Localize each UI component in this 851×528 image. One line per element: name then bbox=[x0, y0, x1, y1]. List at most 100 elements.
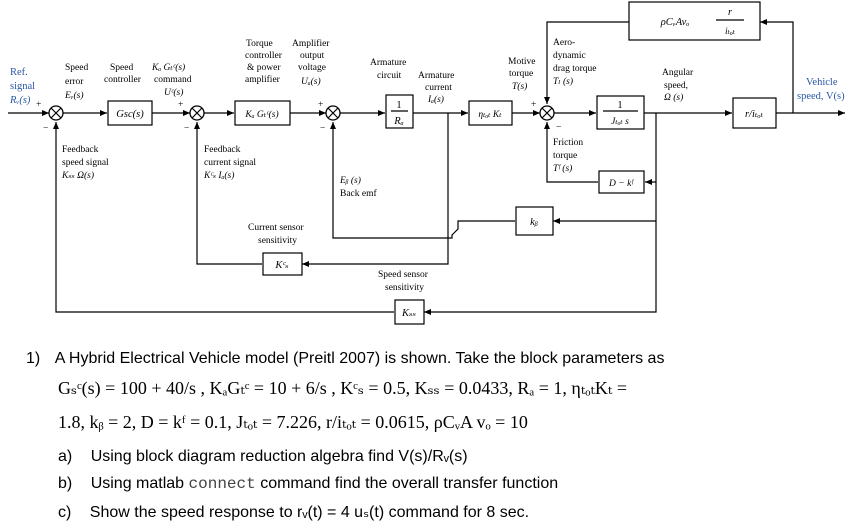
svg-text:controller: controller bbox=[245, 51, 283, 61]
friction-torque-label: Friction torque Tᶠ (s) bbox=[553, 138, 583, 174]
ra-block-den: Rₐ bbox=[393, 116, 404, 127]
back-emf-label: Eᵦ (s) Back emf bbox=[339, 175, 378, 199]
amplifier-output-label: Amplifier output voltage Uₐ(s) bbox=[292, 38, 330, 87]
sign-plus-1: + bbox=[36, 100, 41, 110]
vehicle-speed-label: Vehicle speed, V(s) bbox=[797, 77, 845, 102]
svg-text:Uᶜ(s): Uᶜ(s) bbox=[164, 87, 183, 98]
svg-text:Ref.: Ref. bbox=[10, 67, 28, 78]
svg-text:Feedback: Feedback bbox=[204, 145, 241, 155]
svg-text:Speed: Speed bbox=[110, 63, 133, 73]
svg-text:T(s): T(s) bbox=[512, 81, 527, 92]
r-itot-block: r/iₜₒₜ bbox=[732, 97, 777, 129]
speed-feedback-in bbox=[424, 221, 657, 315]
svg-text:sensitivity: sensitivity bbox=[385, 283, 424, 293]
svg-text:Back emf: Back emf bbox=[340, 188, 378, 199]
question-c-label: c) bbox=[58, 504, 72, 521]
problem-intro-line: 1) A Hybrid Electrical Vehicle model (Pr… bbox=[26, 350, 664, 368]
question-b-label: b) bbox=[58, 475, 73, 492]
ref-signal-label: Ref. signal Rᵥ(s) bbox=[9, 67, 35, 106]
aero-drag-block: ρCᵥAvₒ r iₜₒₜ bbox=[628, 1, 761, 41]
problem-statement: 1) A Hybrid Electrical Vehicle model (Pr… bbox=[0, 342, 851, 528]
question-a: a) Using block diagram reduction algebra… bbox=[58, 448, 468, 466]
svg-text:Vehicle: Vehicle bbox=[806, 77, 838, 88]
kb-block: kᵦ bbox=[515, 206, 554, 236]
svg-text:Speed: Speed bbox=[65, 63, 88, 73]
svg-text:current signal: current signal bbox=[204, 158, 256, 168]
svg-text:amplifier: amplifier bbox=[245, 74, 281, 85]
svg-text:speed,: speed, bbox=[664, 81, 688, 91]
sign-minus-3: − bbox=[320, 124, 325, 134]
problem-intro: A Hybrid Electrical Vehicle model (Preit… bbox=[54, 350, 665, 367]
d-kf-block-label: D − kᶠ bbox=[608, 179, 634, 189]
sum-junction-speed bbox=[48, 105, 64, 121]
svg-text:Aero-: Aero- bbox=[553, 38, 575, 48]
svg-text:Rᵥ(s): Rᵥ(s) bbox=[9, 95, 31, 106]
jtot-block-num: 1 bbox=[617, 100, 622, 111]
aero-block-den: iₜₒₜ bbox=[725, 27, 736, 37]
svg-text:output: output bbox=[300, 51, 325, 61]
ka-gtc-command-label: Kₐ Gₜᶜ(s) command Uᶜ(s) bbox=[151, 62, 192, 98]
params-line-2: 1.8, kᵦ = 2, D = kᶠ = 0.1, Jₜₒₜ = 7.226,… bbox=[58, 412, 528, 432]
gsc-block: Gsc(s) bbox=[107, 100, 153, 126]
armature-circuit-label: Armature circuit bbox=[370, 58, 406, 81]
d-kf-block: D − kᶠ bbox=[598, 170, 645, 194]
eta-kt-block-label: ηₜₒₜ Kₜ bbox=[478, 110, 502, 120]
svg-text:torque: torque bbox=[553, 151, 577, 161]
svg-text:Speed sensor: Speed sensor bbox=[378, 270, 429, 280]
question-b-post: command find the overall transfer functi… bbox=[260, 475, 559, 492]
svg-text:Current sensor: Current sensor bbox=[248, 223, 305, 233]
aero-block-left: ρCᵥAvₒ bbox=[660, 17, 689, 28]
svg-text:dynamic: dynamic bbox=[553, 51, 586, 61]
svg-text:Ω (s): Ω (s) bbox=[664, 92, 683, 103]
ra-block: 1 Rₐ bbox=[385, 94, 414, 129]
speed-sensor-label: Speed sensor sensitivity bbox=[378, 270, 429, 293]
speed-feedback-out bbox=[53, 122, 394, 313]
svg-text:torque: torque bbox=[509, 69, 533, 79]
r-itot-block-label: r/iₜₒₜ bbox=[745, 109, 764, 120]
gsc-block-label: Gsc(s) bbox=[116, 109, 144, 120]
jtot-block-den: Jₜₒₜ s bbox=[611, 117, 629, 127]
current-sensor-label: Current sensor sensitivity bbox=[248, 223, 305, 246]
svg-text:Angular: Angular bbox=[662, 68, 694, 78]
svg-text:controller: controller bbox=[104, 75, 142, 85]
kss-block: Kₛₛ bbox=[394, 299, 425, 325]
feedback-current-label: Feedback current signal Kᶜₛ Iₐ(s) bbox=[203, 145, 256, 181]
svg-text:command: command bbox=[154, 75, 192, 85]
sum-junction-torque bbox=[539, 105, 555, 121]
svg-text:Eᵦ (s): Eᵦ (s) bbox=[339, 175, 361, 186]
svg-text:drag torque: drag torque bbox=[553, 64, 597, 74]
sign-minus-4: − bbox=[556, 123, 561, 133]
speed-controller-label: Speed controller bbox=[104, 63, 142, 85]
ka-gtc-block: Kₐ Gₜᶜ(s) bbox=[234, 100, 291, 126]
current-feedback-in bbox=[302, 113, 449, 267]
ka-gtc-block-label: Kₐ Gₜᶜ(s) bbox=[244, 109, 278, 120]
kb-block-label: kᵦ bbox=[530, 217, 538, 228]
params-line-1: Gₛᶜ(s) = 100 + 40/s , KₐGₜᶜ = 10 + 6/s ,… bbox=[58, 378, 627, 398]
feedback-speed-label: Feedback speed signal Kₛₛ Ω(s) bbox=[61, 145, 109, 181]
torque-controller-label: Torque controller & power amplifier bbox=[245, 39, 283, 85]
svg-text:& power: & power bbox=[247, 63, 281, 73]
jtot-block: 1 Jₜₒₜ s bbox=[596, 95, 645, 130]
aero-feedback-in bbox=[760, 19, 794, 113]
svg-text:Kᶜₛ Iₐ(s): Kᶜₛ Iₐ(s) bbox=[203, 170, 234, 181]
aero-drag-label: Aero- dynamic drag torque Tₗ (s) bbox=[553, 38, 597, 87]
block-diagram: + − + − + − + − Gsc(s) Kₐ Gₜᶜ(s) 1 Rₐ ηₜ… bbox=[8, 1, 845, 325]
speed-error-label: Speed error Eᵥ(s) bbox=[64, 63, 88, 101]
svg-text:Armature: Armature bbox=[370, 58, 406, 68]
aero-feedback-out bbox=[544, 21, 629, 104]
sign-plus-4: + bbox=[531, 100, 536, 110]
svg-text:circuit: circuit bbox=[377, 71, 402, 81]
kb-feedback-out bbox=[330, 122, 515, 239]
motive-torque-label: Motive torque T(s) bbox=[508, 57, 535, 92]
svg-text:speed, V(s): speed, V(s) bbox=[797, 91, 845, 102]
armature-current-label: Armature current Iₐ(s) bbox=[418, 71, 454, 105]
svg-text:Amplifier: Amplifier bbox=[292, 38, 330, 49]
svg-text:Tₗ (s): Tₗ (s) bbox=[553, 76, 573, 87]
svg-text:speed signal: speed signal bbox=[62, 158, 109, 168]
svg-text:current: current bbox=[425, 83, 452, 93]
svg-text:Motive: Motive bbox=[508, 57, 535, 67]
svg-text:Torque: Torque bbox=[246, 39, 273, 49]
kcs-block: Kᶜₛ bbox=[262, 252, 303, 276]
svg-text:error: error bbox=[65, 77, 84, 87]
question-a-text: Using block diagram reduction algebra fi… bbox=[90, 448, 468, 465]
